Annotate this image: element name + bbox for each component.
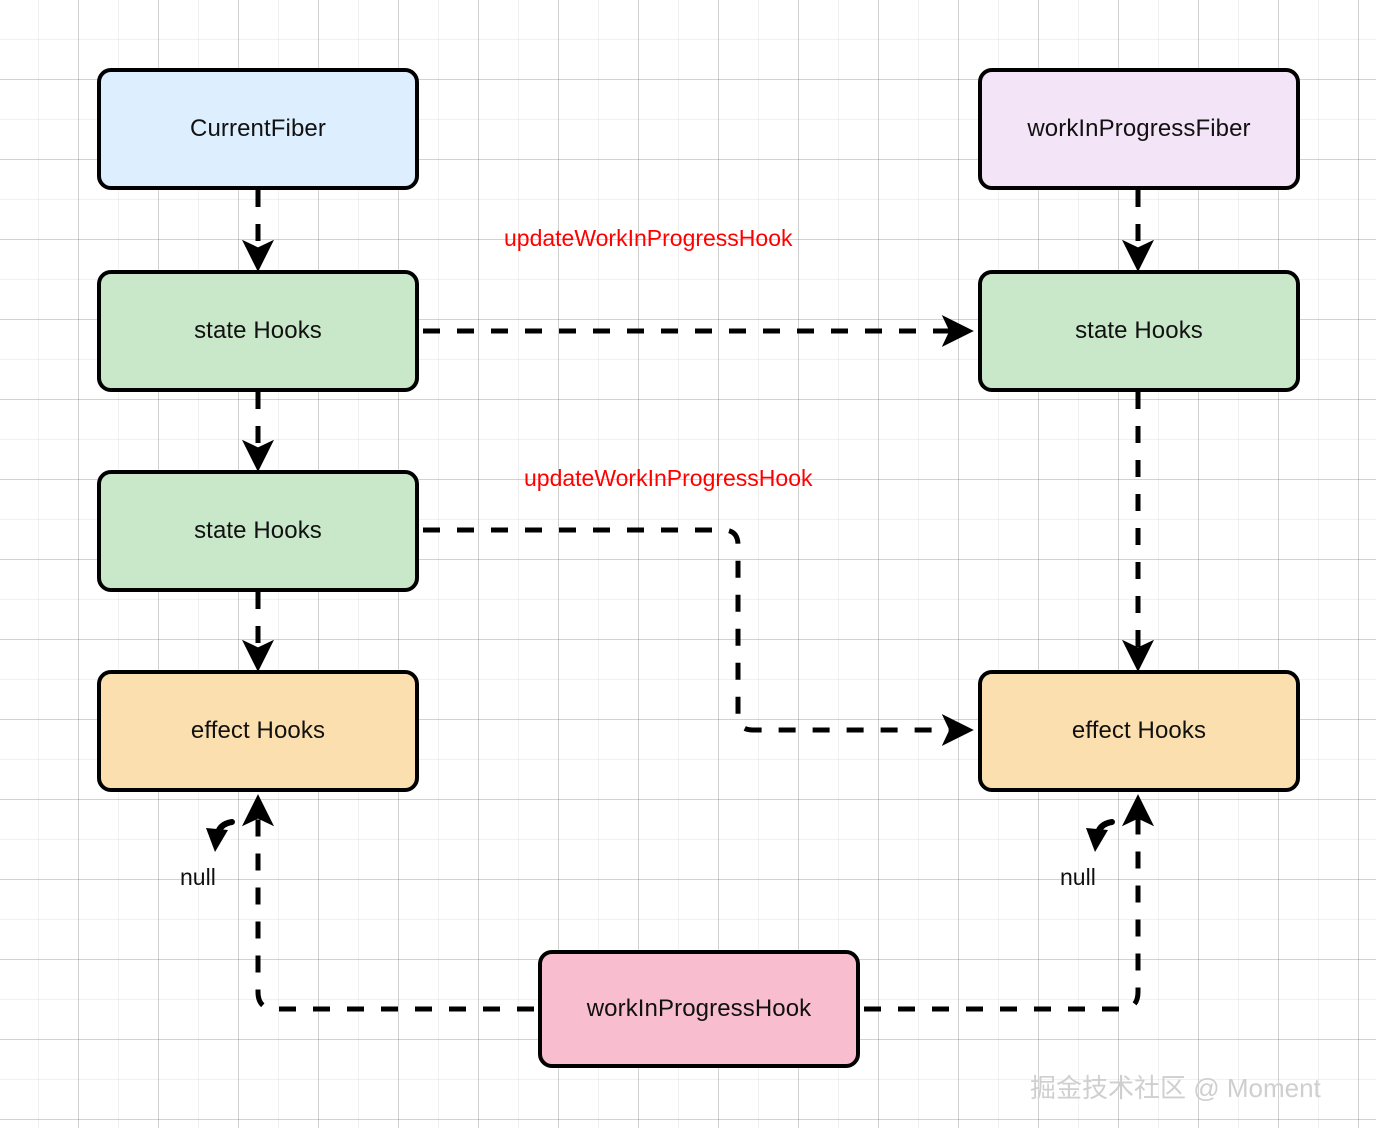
node-current-state-hooks-2[interactable]: state Hooks	[97, 470, 419, 592]
node-label: state Hooks	[194, 317, 322, 344]
node-wip-effect-hooks[interactable]: effect Hooks	[978, 670, 1300, 792]
node-wip-hook[interactable]: workInProgressHook	[538, 950, 860, 1068]
node-current-effect-hooks[interactable]: effect Hooks	[97, 670, 419, 792]
edge-label-update-wip-hook-state: updateWorkInProgressHook	[504, 225, 793, 251]
node-label: state Hooks	[194, 517, 322, 544]
annotation-null-right: null	[1060, 864, 1096, 890]
node-label: CurrentFiber	[190, 115, 326, 142]
node-label: workInProgressFiber	[1027, 115, 1251, 142]
node-label: effect Hooks	[190, 717, 326, 744]
node-label: effect Hooks	[1071, 717, 1207, 744]
annotation-null-left: null	[180, 864, 216, 890]
node-label: state Hooks	[1075, 317, 1203, 344]
node-label: workInProgressHook	[586, 995, 812, 1022]
null-pointer-arrowhead-right	[1086, 828, 1108, 852]
node-wip-fiber[interactable]: workInProgressFiber	[978, 68, 1300, 190]
null-pointer-arrow-left	[214, 819, 235, 839]
edge-wiphook-to-right-effecthooks	[864, 794, 1155, 1012]
edge-update-wip-hook-effect	[423, 527, 974, 747]
node-current-state-hooks-1[interactable]: state Hooks	[97, 270, 419, 392]
node-wip-state-hooks-1[interactable]: state Hooks	[978, 270, 1300, 392]
null-pointer-arrow-right	[1094, 819, 1115, 839]
edge-label-update-wip-hook-effect: updateWorkInProgressHook	[524, 465, 813, 491]
edge-wiphook-to-left-effecthooks	[241, 794, 534, 1012]
null-pointer-arrowhead-left	[206, 828, 228, 852]
node-current-fiber[interactable]: CurrentFiber	[97, 68, 419, 190]
watermark: 掘金技术社区 @ Moment	[1030, 1073, 1321, 1103]
